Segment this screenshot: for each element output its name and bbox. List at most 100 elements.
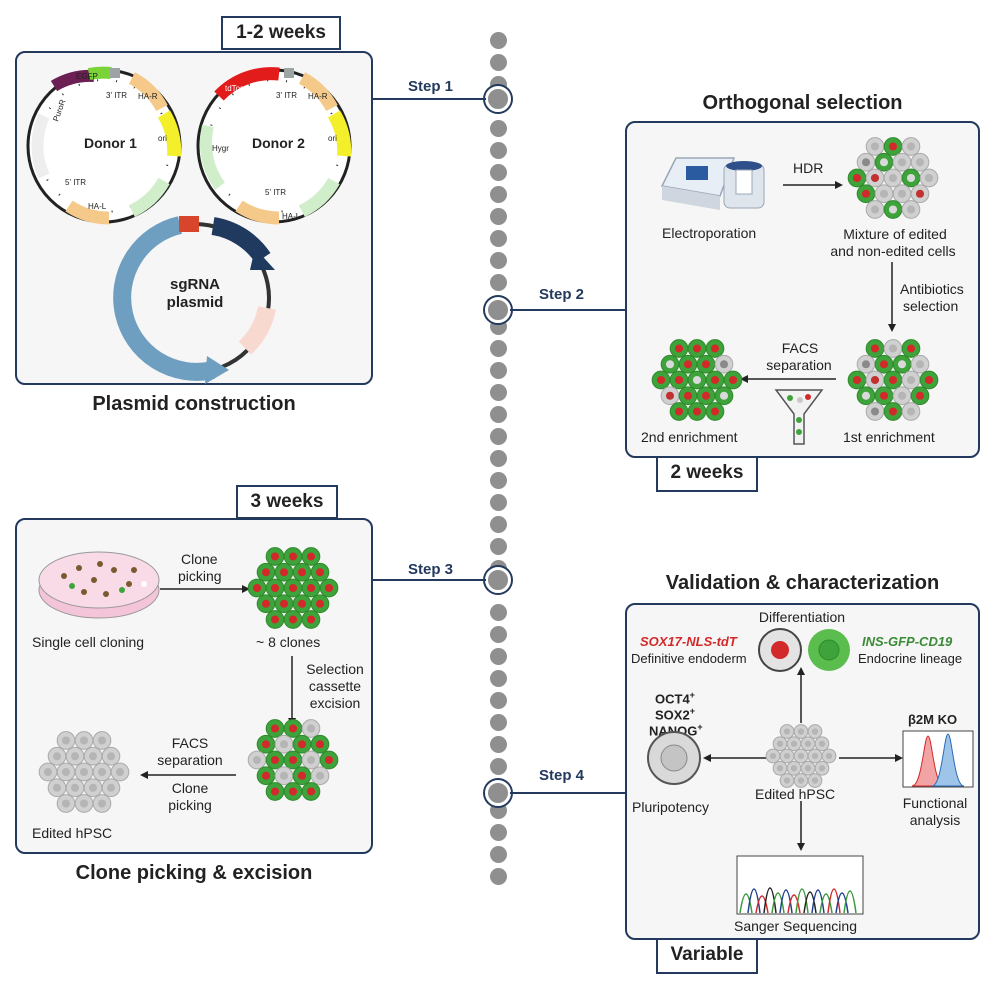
duration-tag-step4: Variable <box>656 938 758 974</box>
timeline-dot <box>490 692 507 709</box>
donor1-plasmid-icon <box>26 66 182 225</box>
timeline-dot <box>490 252 507 269</box>
timeline-dot <box>490 54 507 71</box>
timeline-dot <box>490 626 507 643</box>
donor1-feature-hal: HA-L <box>88 202 107 211</box>
timeline-milestone-2 <box>485 297 511 323</box>
timeline-dot <box>490 142 507 159</box>
sanger-label: Sanger Sequencing <box>734 918 857 934</box>
selection-label-line2: cassette <box>308 678 362 694</box>
facs-arrow-step3 <box>140 771 236 779</box>
sox2-label: SOX2+ <box>655 706 695 723</box>
timeline-dot <box>490 406 507 423</box>
timeline-dot <box>490 32 507 49</box>
timeline-dot <box>490 230 507 247</box>
facs-label-line4-step3: picking <box>168 797 212 813</box>
petri-dish-icon <box>38 551 160 619</box>
antibiotics-label-line2: selection <box>903 298 959 314</box>
timeline-dot <box>490 758 507 775</box>
donor2-feature-hygr: Hygr <box>212 144 229 153</box>
timeline-dot <box>490 538 507 555</box>
clone-picking-label-line2: picking <box>178 568 222 584</box>
facs-arrow-step2 <box>740 375 836 383</box>
functional-label-line1: Functional <box>902 795 968 811</box>
donor2-feature-ori: ori <box>328 134 337 143</box>
clone-picking-label-line1: Clone <box>181 551 218 567</box>
mixture-label-line1: Mixture of edited <box>843 226 947 242</box>
facs-funnel-icon <box>774 389 824 445</box>
ins-label: INS-GFP-CD19 <box>862 634 953 649</box>
heading-step1: Plasmid construction <box>92 393 296 415</box>
timeline-milestone-1 <box>485 86 511 112</box>
clone-picking-arrow <box>160 585 250 593</box>
duration-tag-step3: 3 weeks <box>236 485 338 519</box>
timeline-dot <box>490 472 507 489</box>
sanger-chromatogram-icon <box>736 855 864 915</box>
hdr-arrow <box>783 181 843 189</box>
pluripotency-cell-icon <box>647 731 701 785</box>
heading-step4: Validation & characterization <box>665 572 940 594</box>
sgrna-label-line2: plasmid <box>166 294 224 311</box>
donor1-feature-ori: ori <box>158 134 167 143</box>
donor1-feature-5itr: 5' ITR <box>65 178 87 187</box>
timeline-dot <box>490 868 507 885</box>
step-4-label: Step 4 <box>539 767 585 784</box>
differentiation-label: Differentiation <box>758 609 846 625</box>
flow-histogram-icon <box>902 730 974 788</box>
mixture-label-line2: and non-edited cells <box>830 243 956 259</box>
facs-label-line1-step2: FACS <box>781 340 819 356</box>
timeline-dot <box>490 846 507 863</box>
sgrna-plasmid-icon <box>113 216 276 384</box>
timeline-dot <box>490 824 507 841</box>
edited-hpsc-cluster-step4 <box>765 724 837 788</box>
hdr-label: HDR <box>793 160 824 176</box>
donor2-label: Donor 2 <box>252 135 305 151</box>
definitive-endoderm-label: Definitive endoderm <box>631 651 747 666</box>
donor1-feature-3itr: 3' ITR <box>106 91 128 100</box>
first-enrichment-cluster <box>847 339 939 421</box>
electroporation-label: Electroporation <box>662 225 757 241</box>
single-cell-cloning-label: Single cell cloning <box>32 634 145 650</box>
step-1-label: Step 1 <box>408 78 454 95</box>
timeline-dot <box>490 736 507 753</box>
donor2-feature-5itr: 5' ITR <box>265 188 287 197</box>
second-enrichment-cluster <box>651 339 743 421</box>
endocrine-label: Endocrine lineage <box>858 651 963 666</box>
endoderm-cell-icon <box>758 628 802 672</box>
first-enrichment-label: 1st enrichment <box>843 429 935 445</box>
timeline-dot <box>490 340 507 357</box>
selection-label-line3: excision <box>309 695 361 711</box>
timeline-dot <box>490 186 507 203</box>
timeline-milestone-4 <box>485 780 511 806</box>
donor2-plasmid-icon <box>196 67 352 225</box>
timeline-dot <box>490 208 507 225</box>
pluripotency-label: Pluripotency <box>632 799 710 815</box>
facs-label-line3-step3: Clone <box>171 780 209 796</box>
donor2-feature-hal: HA-L <box>282 212 301 221</box>
timeline-dot <box>490 164 507 181</box>
second-enrichment-label: 2nd enrichment <box>641 429 738 445</box>
b2m-ko-label: β2M KO <box>908 712 958 727</box>
mixed-cells-cluster <box>847 137 939 219</box>
selection-label-line1: Selection <box>306 661 364 677</box>
edited-hpsc-label-step4: Edited hPSC <box>755 786 836 802</box>
duration-tag-step1: 1-2 weeks <box>221 16 341 50</box>
timeline-dot <box>490 648 507 665</box>
clones-count-label: ~ 8 clones <box>256 634 321 650</box>
donor2-feature-har: HA-R <box>308 92 328 101</box>
step-3-label: Step 3 <box>408 561 454 578</box>
donor1-feature-egfp: EGFP <box>76 72 98 81</box>
oct4-label: OCT4+ <box>655 690 695 707</box>
endocrine-cell-icon <box>808 629 850 671</box>
step-2-label: Step 2 <box>539 286 585 303</box>
timeline-dot <box>490 714 507 731</box>
timeline-dot <box>490 802 507 819</box>
facs-label-line2-step3: separation <box>157 752 223 768</box>
facs-label-line1-step3: FACS <box>171 735 209 751</box>
donor1-feature-har: HA-R <box>138 92 158 101</box>
donor2-feature-tdtomato: tdTomato <box>225 84 258 93</box>
functional-label-line2: analysis <box>909 812 961 828</box>
duration-tag-step2: 2 weeks <box>656 456 758 492</box>
step4-arrows <box>703 667 903 851</box>
